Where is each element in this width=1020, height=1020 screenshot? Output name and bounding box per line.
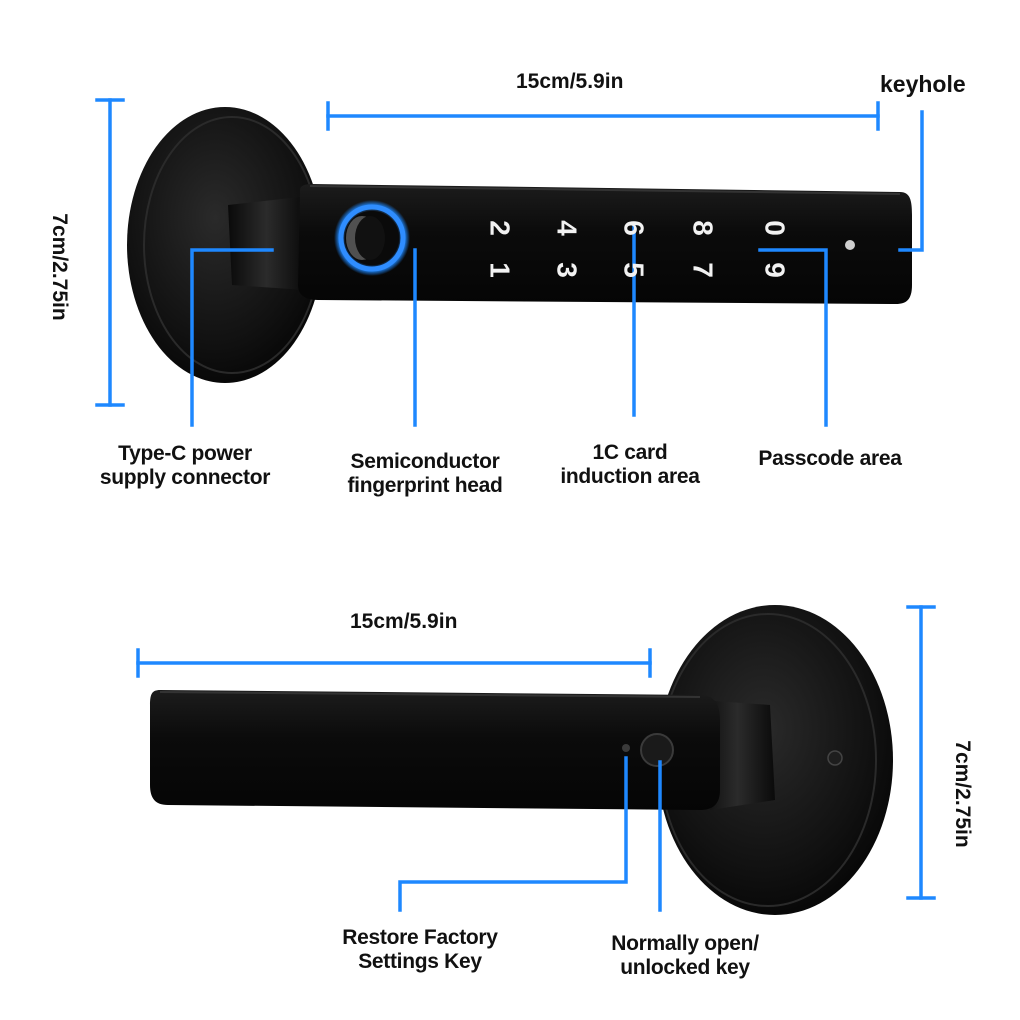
top-width-label: 15cm/5.9in xyxy=(516,70,624,93)
fingerprint-label-line2: fingerprint head xyxy=(347,474,503,497)
passcode-label-line1: Passcode area xyxy=(758,447,902,470)
card-label: 1C card induction area xyxy=(530,441,730,489)
bottom-lever xyxy=(150,690,720,810)
keypad-digit-4: 4 xyxy=(552,220,583,236)
restore-label-line2: Settings Key xyxy=(358,950,482,973)
rosette-screw xyxy=(827,750,843,766)
keypad-digit-5: 5 xyxy=(619,262,650,278)
restore-label: Restore Factory Settings Key xyxy=(320,926,520,974)
unlock-knob xyxy=(640,733,674,767)
bottom-lock xyxy=(150,605,893,915)
keypad: 2 4 6 8 0 1 3 5 7 9 xyxy=(485,220,791,278)
keypad-digit-1: 1 xyxy=(485,262,516,278)
type-c-label: Type-C power supply connector xyxy=(85,442,285,490)
top-lock xyxy=(127,107,912,383)
restore-leader xyxy=(398,756,628,912)
top-keyhole-dot xyxy=(845,240,855,250)
reset-hole xyxy=(622,744,630,752)
fingerprint-label-line1: Semiconductor xyxy=(350,450,500,473)
bottom-height-label: 7cm/2.75in xyxy=(951,740,974,848)
unlock-label: Normally open/ unlocked key xyxy=(585,932,785,980)
keyhole-leader xyxy=(898,110,924,252)
passcode-leader xyxy=(758,248,828,427)
keypad-digit-3: 3 xyxy=(552,262,583,278)
keypad-digit-9: 9 xyxy=(760,262,791,278)
restore-label-line1: Restore Factory xyxy=(342,926,498,949)
card-label-line2: induction area xyxy=(560,465,700,488)
top-lever xyxy=(298,184,912,304)
keypad-digit-7: 7 xyxy=(688,262,719,278)
unlock-label-line2: unlocked key xyxy=(620,956,750,979)
callout-lines xyxy=(95,98,936,912)
keypad-digit-8: 8 xyxy=(688,220,719,236)
top-height-label: 7cm/2.75in xyxy=(48,213,71,321)
keypad-digit-6: 6 xyxy=(619,220,650,236)
keyhole-label: keyhole xyxy=(880,71,966,97)
bottom-rosette xyxy=(657,605,893,915)
passcode-label: Passcode area xyxy=(730,447,930,471)
keypad-digit-0: 0 xyxy=(760,220,791,236)
top-rosette xyxy=(127,107,323,383)
fingerprint-ring xyxy=(338,204,406,272)
keypad-digit-2: 2 xyxy=(485,220,516,236)
card-label-line1: 1C card xyxy=(592,441,668,464)
type-c-label-line1: Type-C power xyxy=(118,442,252,465)
type-c-leader xyxy=(190,248,274,427)
type-c-label-line2: supply connector xyxy=(99,466,271,489)
unlock-label-line1: Normally open/ xyxy=(611,932,759,955)
bottom-width-label: 15cm/5.9in xyxy=(350,610,458,633)
top-neck xyxy=(228,197,305,290)
fingerprint-label: Semiconductor fingerprint head xyxy=(325,450,525,498)
